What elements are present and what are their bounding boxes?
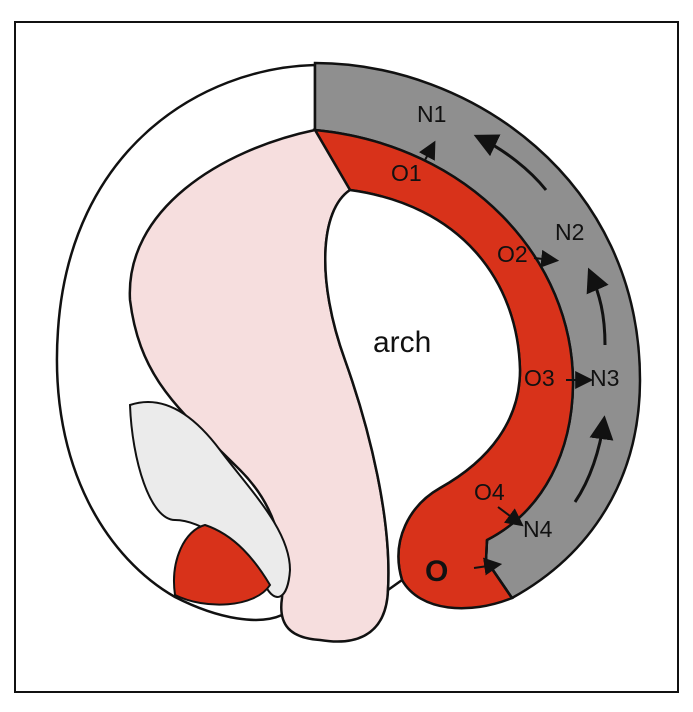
label-o4: O4 [474,479,505,505]
label-o2: O2 [497,241,528,267]
gray-lobe [128,401,292,598]
label-n2: N2 [555,219,584,245]
label-o3: O3 [524,365,555,391]
label-o: O [425,555,448,588]
arrow-o-n4 [473,557,503,576]
flow-arrow-3 [573,415,614,503]
small-red-lobe [173,523,272,606]
label-n4: N4 [523,516,553,542]
flow-arrow-1 [473,134,548,191]
arrow-o2-n2 [533,249,560,268]
arrow-o4-n4 [497,506,524,527]
label-o1: O1 [391,160,422,186]
arch-cavity [324,188,522,593]
label-n3: N3 [590,365,619,391]
flow-arrow-2 [586,267,609,346]
label-n1: N1 [417,101,446,127]
label-arch: arch [373,326,431,359]
arrow-o1-n1 [418,140,436,161]
